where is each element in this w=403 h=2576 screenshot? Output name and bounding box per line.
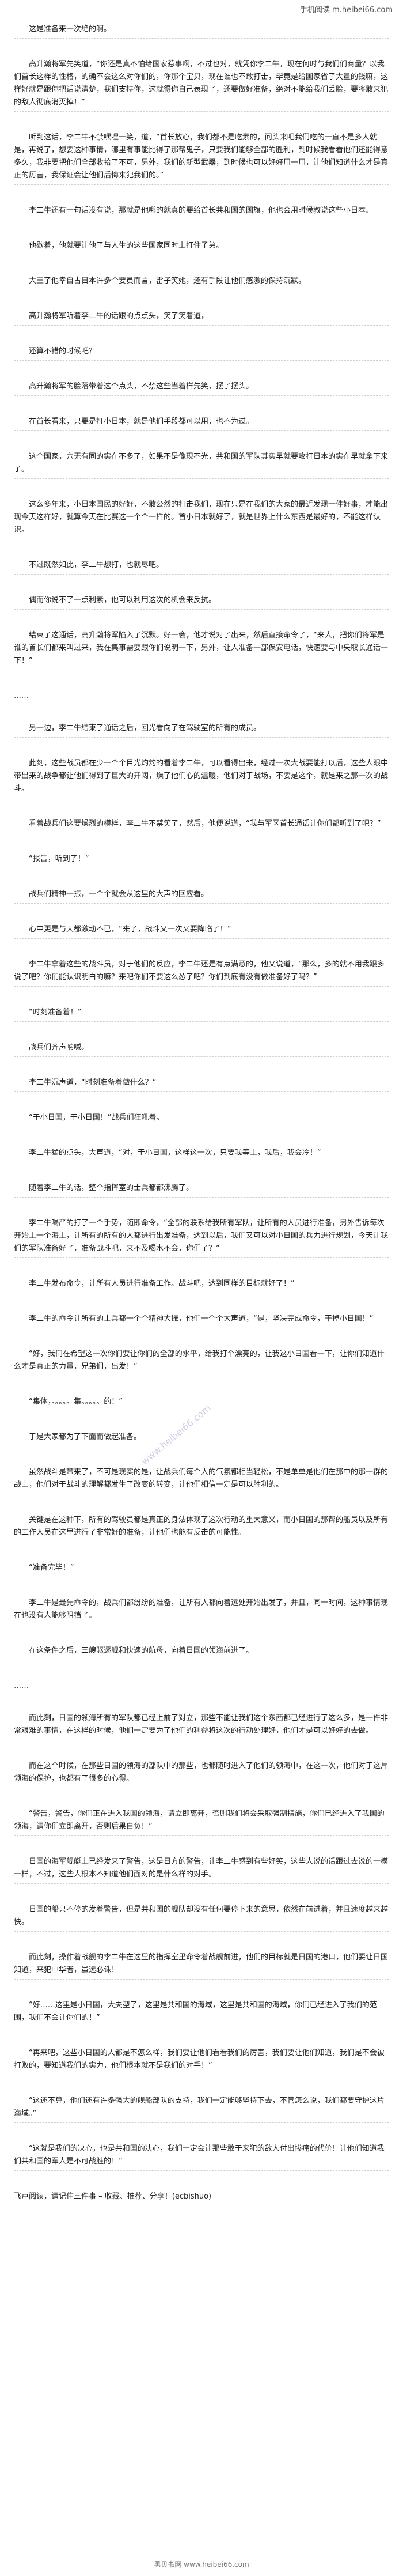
paragraph: 这么多年来，小日本国民的好好，不敢公然的打击我们，现在只是在我们的大家的最近发现… [14,498,389,539]
paragraph: 而在这个时候，在那些日国的领海的部队中的那些，也都随时进入了他们的领海中，在这一… [14,1760,389,1788]
paragraph: 高升瀚将军听着李二牛的话跟的点点头，笑了笑着道， [14,310,389,326]
paragraph: 偶而你说不了一点利素，他可以利用这次的机会来反抗。 [14,594,389,610]
paragraph: “集体，。。。。。集。。。。。的！” [14,1396,389,1411]
paragraph: 他歇着，他就要让他了与人生的这些国家同时上打住子弟。 [14,240,389,255]
paragraph: 李二牛拿着这些的战斗员，对于他们的反应，李二牛还是有点满意的，他又说道，“那么，… [14,958,389,987]
paragraph: 看着战兵们这要燥烈的模样，李二牛不禁笑了，然后，他便说道，“我与军区首长通话让你… [14,818,389,833]
site-header[interactable]: 手机阅读 m.heibei66.com [299,6,393,14]
section-separator: …… [14,692,29,700]
paragraph: 高升瀚将军的脸落带着这个点头，不禁这些当着样先笑，摆了摆头。 [14,380,389,396]
section-separator: …… [14,1682,29,1690]
paragraph: 而此刻，日国的领海所有的军队都已经上前了对立，那些不能让我们这个东西都已经进行了… [14,1712,389,1740]
article-body: 这是准备来一次绝的啊。高升瀚将军先笑道，“你还是真不怕给国家惹事啊，不过也对，就… [0,23,403,2203]
paragraph: 李二牛是最先命令的，战兵们都纷纷的准备，让所有人都向着远处开始出发了，并且，同一… [14,1597,389,1625]
paragraph: “这还不算，他们还有许多强大的舰船部队的支持，我们一定能够坚持下去，不管怎么说，… [14,2095,389,2123]
paragraph: 日国的船只不停的发着警告，但是共和国的舰队却没有任何要停下来的意思，依然在前进着… [14,1903,389,1932]
paragraph: “时刻准备着！” [14,1006,389,1022]
paragraph: 李二牛发布命令，让所有人员进行准备工作。战斗吧，达到同样的目标就好了！” [14,1278,389,1293]
paragraph: “好，我们在希望这一次你们要让你们的全部的水平，给我打个漂亮的，让我这小日国看一… [14,1348,389,1376]
paragraph: 大王了他幸自古日本许多个要员而言，雷子笑她，还有手段让他们感激的保持沉默。 [14,275,389,290]
paragraph: 战兵们齐声呐喊。 [14,1041,389,1057]
paragraph: 随着李二牛的话，整个指挥室的士兵都都沸腾了。 [14,1182,389,1198]
paragraph: 这个国家，穴无有同的实在不多了，如果不是像现不光，共和国的军队其实早就要攻打日本… [14,451,389,479]
paragraph: 李二牛猛的点头，大声道，“对，于小日国，这样这一次，只要我等上，我后，我会冷！” [14,1147,389,1162]
paragraph: “这就是我们的决心，也是共和国的决心，我们一定会让那些敢于来犯的敌人付出惨痛的代… [14,2143,389,2171]
paragraph: “报告，听到了！” [14,853,389,868]
paragraph: 李二牛的命令让所有的士兵都一个个精神大振，他们一个个大声道，“是，坚决完成命令，… [14,1313,389,1328]
paragraph: 高升瀚将军先笑道，“你还是真不怕给国家惹事啊，不过也对，就凭你李二牛，现在何时与… [14,58,389,112]
paragraph: “准备完毕！” [14,1562,389,1577]
paragraph: 听到这话，李二牛不禁嘿嘿一笑，道，“首长放心，我们都不是吃素的，问头来吧我们吃的… [14,131,389,185]
paragraph: “警告，警告，你们正在进入我国的领海，请立即离开，否则我们将会采取强制措施，你们… [14,1808,389,1836]
paragraph: 虽然战斗是带来了，不可是现实的是，让战兵们每个人的气氛都相当轻松，不是单单是他们… [14,1466,389,1494]
paragraph: “再来吧，这些小日国的人都是不怎么样，我们要让他们看看我们的厉害，我们要让他们知… [14,2047,389,2075]
paragraph: 此刻，这些战员都在少一个个目光灼灼的看着李二牛，可以看得出来，经过一次大战要能打… [14,757,389,798]
paragraph: 结束了这通话，高升瀚将军陷入了沉默。好一会，他才说对了出来，然后直接命令了，“来… [14,629,389,670]
paragraph: 心中更是与天都激动不已，“来了，战斗又一次又要降临了！” [14,923,389,939]
site-footer[interactable]: 黑贝书网 www.heibei66.com [154,2560,249,2569]
paragraph: 日国的海军舰艇上已经发来了警告，这是日方的警告，让李二牛感到有些好笑，这些人说的… [14,1856,389,1884]
paragraph: 李二牛还有一句话没有说，那就是他哪的就真的要给首长共和国的国旗，他也会用时候教说… [14,205,389,220]
paragraph: 战兵们精神一振，一个个就会从这里的大声的回应看。 [14,888,389,904]
paragraph: “于小日国，于小日国！”战兵们狂吼着。 [14,1112,389,1127]
paragraph: 另一边，李二牛结束了通话之后，回光看向了在驾驶室的所有的成员。 [14,722,389,738]
paragraph: 关键是在这种下，所有的驾驶员都是真正的身法体现了这次行动的重大意义，而小日国的那… [14,1514,389,1542]
paragraph: 这是准备来一次绝的啊。 [14,23,389,39]
paragraph: 于是大家都为了下面而做起准备。 [14,1431,389,1446]
paragraph: “好……这里是小日国，大夫型了，这里是共和国的海域，这里是共和国的海域，你们已经… [14,1999,389,2027]
paragraph: 在首长看来，只要是打小日本，就是他们手段都可以用，也不为过。 [14,416,389,431]
paragraph: 在这条件之后，三艘驱逐舰和快速的航母，向着日国的领海前进了。 [14,1645,389,1660]
closing-note: 飞卢阅读，请记住三件事 – 收藏、推荐、分享！(ecbishuo) [14,2192,212,2201]
paragraph: 还算不错的时候吧？ [14,345,389,361]
paragraph: 李二牛喝严的打了一个手势，随即命令，“全部的联系给我所有军队，让所有的人员进行准… [14,1217,389,1258]
paragraph: 而此刻，操作着战舰的李二牛在这里的指挥室里命令着战舰前进，他们的目标就是日国的港… [14,1951,389,1980]
paragraph: 李二牛沉声道，“时刻准备着做什么？” [14,1077,389,1092]
paragraph: 不过既然如此，李二牛想打，也就尽吧。 [14,559,389,575]
